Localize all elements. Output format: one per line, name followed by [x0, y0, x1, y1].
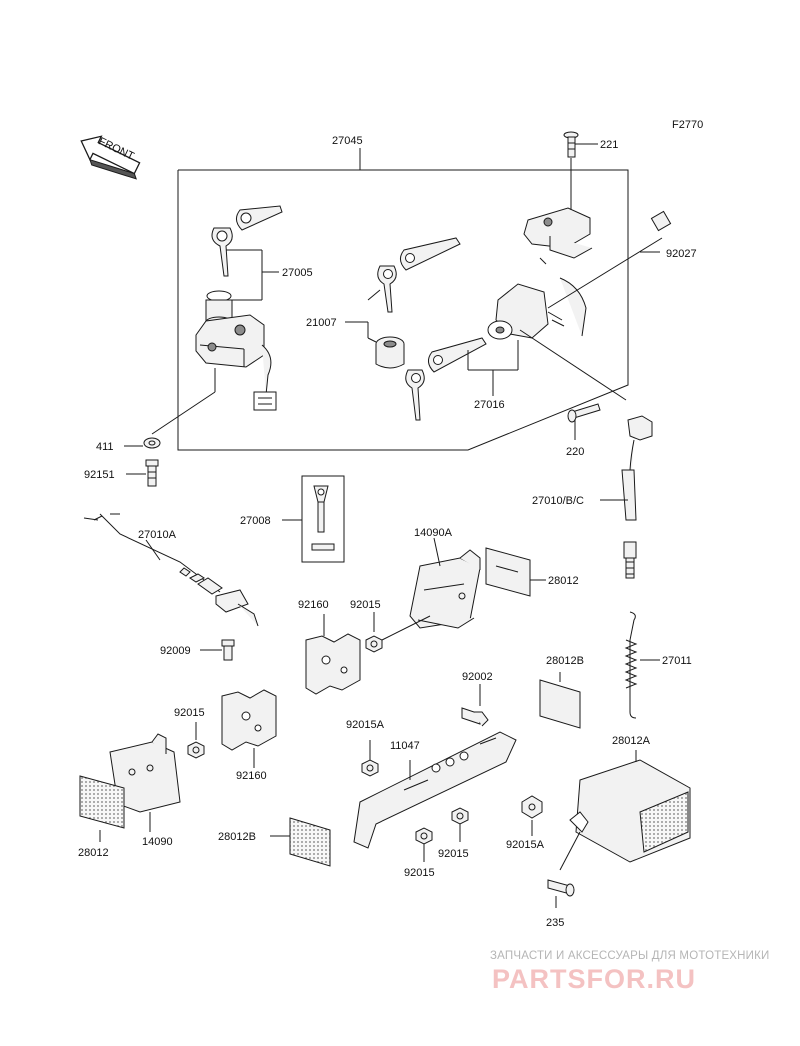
label-235: 235: [546, 917, 564, 929]
lamp-housing-28012a: [569, 750, 691, 863]
cable-27010a: [83, 513, 259, 627]
label-92027: 92027: [666, 248, 697, 260]
screw-92009: [200, 639, 235, 661]
label-11047: 11047: [390, 740, 420, 752]
nut-92015a-mid: [361, 740, 379, 777]
kit-frame-27045: [177, 148, 629, 451]
label-92015-bottom: 92015: [404, 867, 435, 879]
bolt-220: [519, 329, 627, 440]
cap-21007: [345, 289, 405, 369]
label-27016: 27016: [474, 399, 505, 411]
label-92015-mid: 92015: [438, 848, 469, 860]
watermark-tagline: ЗАПЧАСТИ И АКСЕССУАРЫ ДЛЯ МОТОТЕХНИКИ: [490, 950, 770, 962]
switch-27010bc: [600, 415, 653, 579]
label-27008: 27008: [240, 515, 271, 527]
label-92015-left: 92015: [174, 707, 205, 719]
bolt-92002: [461, 684, 489, 727]
key-set-27016: [377, 237, 519, 421]
label-21007: 21007: [306, 317, 337, 329]
label-27005: 27005: [282, 267, 313, 279]
label-92160-bottom: 92160: [236, 770, 267, 782]
nut-92015-top: [365, 612, 431, 653]
label-28012b-bottom: 28012B: [218, 831, 256, 843]
label-92015a-mid: 92015A: [346, 719, 385, 731]
watermark-brand: PARTSFOR.RU: [492, 964, 696, 994]
label-92002: 92002: [462, 671, 493, 683]
label-27011: 27011: [662, 655, 692, 667]
gasket-92160-top: [305, 614, 361, 695]
nut-92015a-bottom: [521, 795, 543, 836]
nut-92015-mid: [451, 807, 469, 842]
figure-code: F2770: [672, 119, 703, 131]
label-92160-top: 92160: [298, 599, 329, 611]
label-411: 411: [96, 441, 114, 453]
seat-lock-assembly: [487, 207, 672, 340]
reflector-28012b-right: [539, 672, 581, 729]
screw-221: [563, 131, 598, 210]
reflector-28012-top: [485, 547, 546, 597]
bracket-14090: [109, 733, 181, 832]
bracket-11047: [353, 731, 517, 849]
ignition-switch-assembly: [151, 290, 277, 435]
label-28012-top: 28012: [548, 575, 579, 587]
label-92009: 92009: [160, 645, 191, 657]
label-28012a: 28012A: [612, 735, 651, 747]
label-92151: 92151: [84, 469, 115, 481]
spring-27011: [624, 611, 660, 719]
label-27045: 27045: [332, 135, 363, 147]
front-arrow-icon: [80, 135, 141, 180]
reflector-28012-bottom: [79, 775, 125, 842]
washer-411: [124, 437, 161, 449]
key-set-27005: [211, 205, 283, 301]
nut-92015-left: [187, 722, 205, 759]
label-27010bc: 27010/B/C: [532, 495, 584, 507]
key-27008: [282, 475, 345, 563]
label-14090: 14090: [142, 836, 173, 848]
label-220: 220: [566, 446, 584, 458]
label-92015a-bottom: 92015A: [506, 839, 545, 851]
bracket-14090a: [409, 537, 481, 629]
reflector-28012b-bottom: [270, 817, 331, 867]
gasket-92160-bottom: [221, 689, 277, 768]
bolt-235: [547, 831, 581, 908]
label-28012b-right: 28012B: [546, 655, 584, 667]
nut-92015-bottom: [415, 827, 433, 862]
label-92015-top: 92015: [350, 599, 381, 611]
label-27010a: 27010A: [138, 529, 177, 541]
label-28012-bottom: 28012: [78, 847, 109, 859]
screw-92151: [126, 459, 159, 487]
label-14090a: 14090A: [414, 527, 453, 539]
label-221: 221: [600, 139, 618, 151]
